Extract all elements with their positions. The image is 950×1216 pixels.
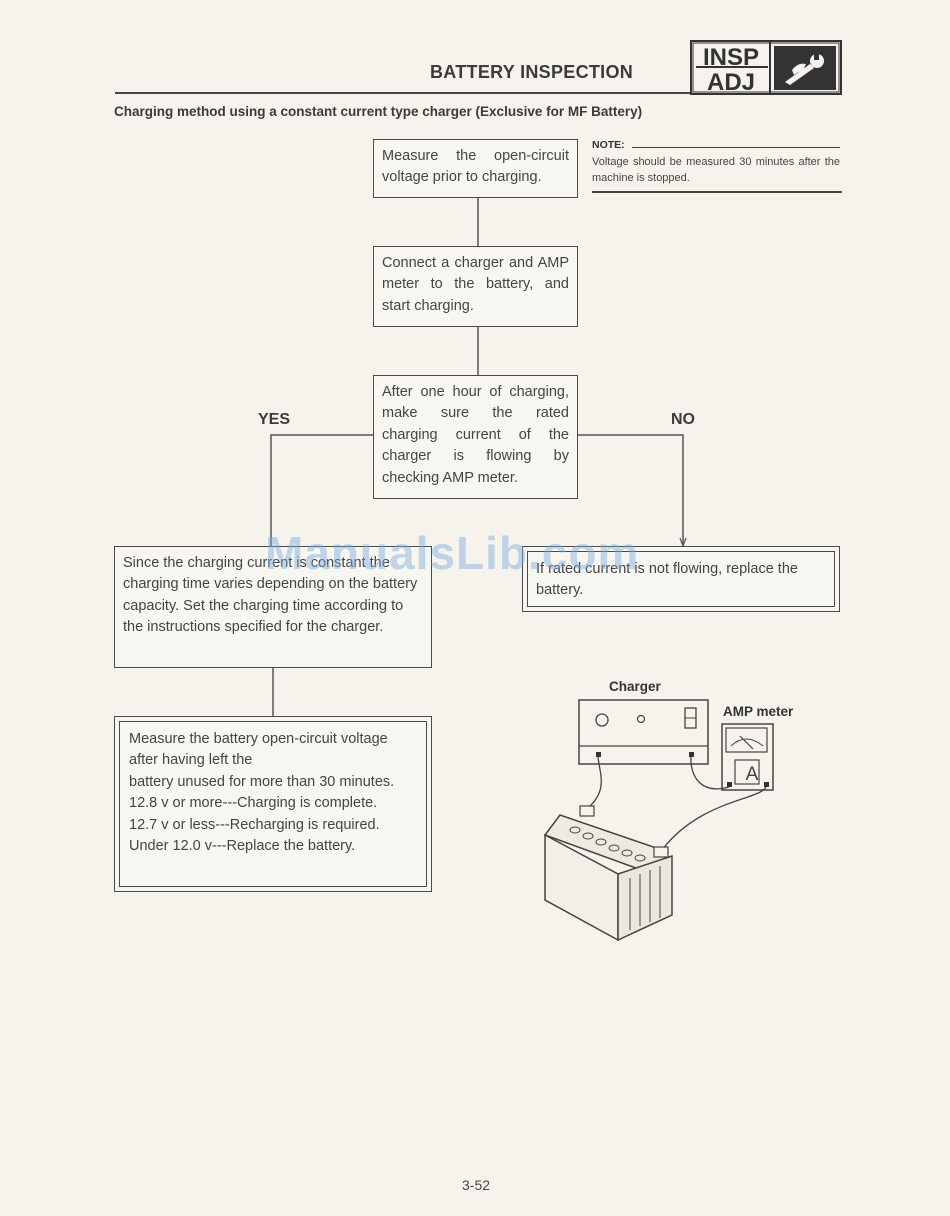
section-subtitle: Charging method using a constant current… [114, 104, 643, 119]
flow-step-check-current: After one hour of charging, make sure th… [373, 375, 578, 499]
page-title: BATTERY INSPECTION [430, 62, 634, 82]
flow-step-check-current-text: After one hour of charging, make sure th… [382, 384, 569, 486]
note-text: Voltage should be measured 30 minutes af… [592, 156, 840, 184]
battery-drawing [543, 805, 673, 942]
flow-step-connect: Connect a charger and AMP meter to the b… [373, 246, 578, 327]
header-rule [115, 92, 690, 94]
final-line-2: battery unused for more than 30 minutes. [129, 773, 395, 790]
flow-step-measure-text: Measure the open-circuit voltage prior t… [382, 148, 569, 186]
meter-symbol: A [746, 764, 759, 785]
final-line-3: 12.8 v or more---Charging is complete. [129, 795, 378, 812]
flow-step-measure: Measure the open-circuit voltage prior t… [373, 139, 578, 198]
yes-connector [270, 434, 373, 546]
amp-meter-device [721, 723, 774, 791]
wrench-hand-icon [774, 46, 836, 90]
badge-top-text: INSP [703, 44, 759, 71]
flow-no-box: If rated current is not flowing, replace… [522, 546, 840, 612]
amp-meter-label: AMP meter [723, 704, 794, 719]
flow-yes-box: Since the charging current is constant t… [114, 546, 432, 668]
watermark: ManualsLib.com [265, 527, 640, 579]
badge-bottom-text: ADJ [707, 69, 755, 95]
final-line-5: Under 12.0 v---Replace the battery. [129, 838, 356, 855]
flow-final-box: Measure the battery open-circuit voltage… [114, 716, 432, 892]
charger-device [578, 699, 709, 765]
page-number: 3-52 [462, 1177, 491, 1193]
flow-no-box-text: If rated current is not flowing, replace… [536, 561, 798, 599]
flow-yes-box-text: Since the charging current is constant t… [123, 555, 418, 636]
note-rule [632, 147, 840, 148]
section-badge: INSP ADJ [690, 40, 842, 96]
final-line-1: Measure the battery open-circuit voltage… [129, 731, 388, 769]
flow-step-connect-text: Connect a charger and AMP meter to the b… [382, 255, 569, 314]
note-label: NOTE: [592, 139, 625, 151]
charger-label: Charger [609, 679, 661, 694]
yes-label: YES [258, 411, 291, 428]
note-bottom-rule [592, 191, 842, 193]
no-label: NO [671, 411, 695, 428]
no-connector [578, 434, 684, 546]
final-line-4: 12.7 v or less---Recharging is required. [129, 816, 380, 833]
